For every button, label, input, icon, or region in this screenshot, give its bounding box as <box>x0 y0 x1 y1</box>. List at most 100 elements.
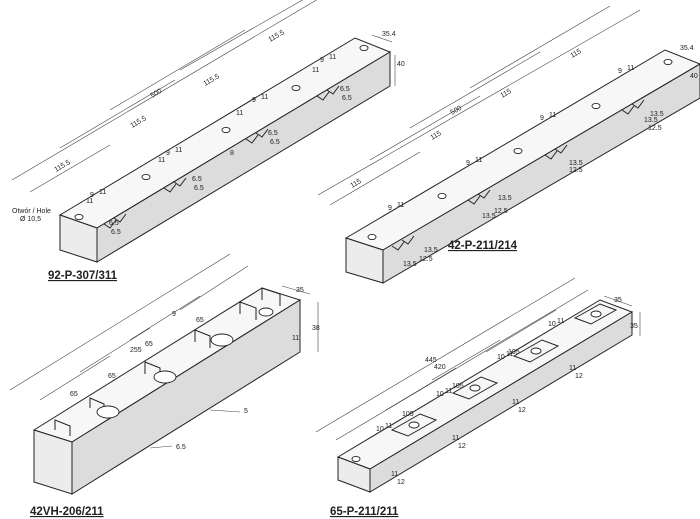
svg-text:11: 11 <box>236 110 243 117</box>
svg-text:105: 105 <box>452 383 464 390</box>
svg-text:13.5: 13.5 <box>650 111 664 118</box>
part-3-dimension-labels: 255 65 65 65 65 35 38 9 11 5 6.5 42VH-20… <box>30 287 320 518</box>
svg-text:115: 115 <box>570 48 583 60</box>
svg-text:11: 11 <box>86 198 93 205</box>
svg-text:65: 65 <box>108 373 116 380</box>
dim-overall-length: 500 <box>150 88 164 100</box>
svg-text:9: 9 <box>320 57 324 64</box>
svg-text:11: 11 <box>261 94 268 101</box>
hole-note: Otwór / Hole <box>12 208 51 215</box>
svg-text:115: 115 <box>430 130 443 142</box>
part-label: 42-P-211/214 <box>448 240 518 252</box>
part-4-dimension-labels: 445 420 105 105 105 35 35 10 11 10 11 10… <box>330 297 638 518</box>
svg-text:11: 11 <box>292 335 299 342</box>
svg-text:11: 11 <box>445 388 452 395</box>
part-42-p-211-214 <box>317 5 700 284</box>
svg-text:11: 11 <box>329 54 336 61</box>
svg-text:11: 11 <box>557 318 564 325</box>
svg-text:10: 10 <box>548 321 556 328</box>
hole-note-diameter: Ø 10,5 <box>20 216 41 223</box>
dim-segment: 115.5 <box>203 73 221 88</box>
part-2-dimension-labels: 500 115 115 115 115 35.4 40 9 11 9 11 9 … <box>350 45 698 268</box>
svg-text:5: 5 <box>244 408 248 415</box>
svg-text:12: 12 <box>518 407 526 414</box>
svg-text:11: 11 <box>506 351 513 358</box>
dim-segment: 115.5 <box>130 115 148 130</box>
svg-text:11: 11 <box>397 202 404 209</box>
svg-text:40: 40 <box>690 73 698 80</box>
svg-text:105: 105 <box>402 411 414 418</box>
svg-text:13.5: 13.5 <box>498 195 512 202</box>
svg-text:11: 11 <box>312 67 319 74</box>
svg-text:6.5: 6.5 <box>111 229 121 236</box>
dim-width: 35.4 <box>382 31 396 38</box>
svg-text:10: 10 <box>436 391 444 398</box>
svg-text:35: 35 <box>296 287 304 294</box>
svg-text:11: 11 <box>158 157 165 164</box>
svg-text:35: 35 <box>614 297 622 304</box>
svg-text:9: 9 <box>540 115 544 122</box>
dim-height: 40 <box>397 61 405 68</box>
svg-text:445: 445 <box>425 357 437 364</box>
svg-text:6.5: 6.5 <box>268 130 278 137</box>
svg-text:11: 11 <box>549 112 556 119</box>
svg-text:11: 11 <box>452 435 459 442</box>
svg-text:13.5: 13.5 <box>482 213 496 220</box>
svg-text:11: 11 <box>569 365 576 372</box>
part-65-p-211-211 <box>315 277 641 493</box>
svg-text:65: 65 <box>196 317 204 324</box>
svg-text:6.5: 6.5 <box>192 176 202 183</box>
svg-text:115: 115 <box>500 88 513 100</box>
svg-text:11: 11 <box>99 189 106 196</box>
svg-text:255: 255 <box>130 347 142 354</box>
svg-text:11: 11 <box>175 147 182 154</box>
svg-text:13.5: 13.5 <box>644 117 658 124</box>
part-92-p-307-311 <box>11 0 396 263</box>
svg-text:8: 8 <box>230 150 234 157</box>
svg-text:9: 9 <box>466 160 470 167</box>
svg-text:115: 115 <box>350 178 363 190</box>
svg-text:10: 10 <box>376 426 384 433</box>
svg-text:35: 35 <box>630 323 638 330</box>
svg-text:9: 9 <box>172 311 176 318</box>
svg-text:13.5: 13.5 <box>569 160 583 167</box>
svg-text:12.5: 12.5 <box>419 256 433 263</box>
svg-text:11: 11 <box>475 157 482 164</box>
svg-text:13.5: 13.5 <box>403 261 417 268</box>
part-label: 92-P-307/311 <box>48 270 118 282</box>
svg-text:6.5: 6.5 <box>270 139 280 146</box>
svg-text:9: 9 <box>388 205 392 212</box>
part-label: 65-P-211/211 <box>330 506 399 518</box>
svg-text:12: 12 <box>397 479 405 486</box>
dim-segment: 115.5 <box>54 159 72 174</box>
svg-text:35.4: 35.4 <box>680 45 694 52</box>
svg-text:9: 9 <box>166 150 170 157</box>
svg-text:6.5: 6.5 <box>342 95 352 102</box>
svg-text:420: 420 <box>434 364 446 371</box>
svg-text:9: 9 <box>618 68 622 75</box>
svg-text:12: 12 <box>458 443 466 450</box>
svg-text:6.5: 6.5 <box>109 220 119 227</box>
svg-text:12.5: 12.5 <box>648 125 662 132</box>
svg-text:10: 10 <box>497 354 505 361</box>
svg-text:12.5: 12.5 <box>494 208 508 215</box>
dim-overall-length: 500 <box>450 105 464 117</box>
svg-text:11: 11 <box>385 423 392 430</box>
svg-text:65: 65 <box>70 391 78 398</box>
svg-text:65: 65 <box>145 341 153 348</box>
svg-text:9: 9 <box>90 192 94 199</box>
svg-text:105: 105 <box>508 349 520 356</box>
svg-text:11: 11 <box>627 65 634 72</box>
part-label: 42VH-206/211 <box>30 506 104 518</box>
svg-text:12: 12 <box>575 373 583 380</box>
svg-text:6.5: 6.5 <box>194 185 204 192</box>
svg-text:6.5: 6.5 <box>340 86 350 93</box>
dim-segment: 115.5 <box>268 29 286 44</box>
svg-text:11: 11 <box>512 399 519 406</box>
svg-text:11: 11 <box>391 471 398 478</box>
svg-text:13.5: 13.5 <box>424 247 438 254</box>
svg-text:38: 38 <box>312 325 320 332</box>
part-42vh-206-211 <box>9 253 319 495</box>
svg-text:6.5: 6.5 <box>176 444 186 451</box>
